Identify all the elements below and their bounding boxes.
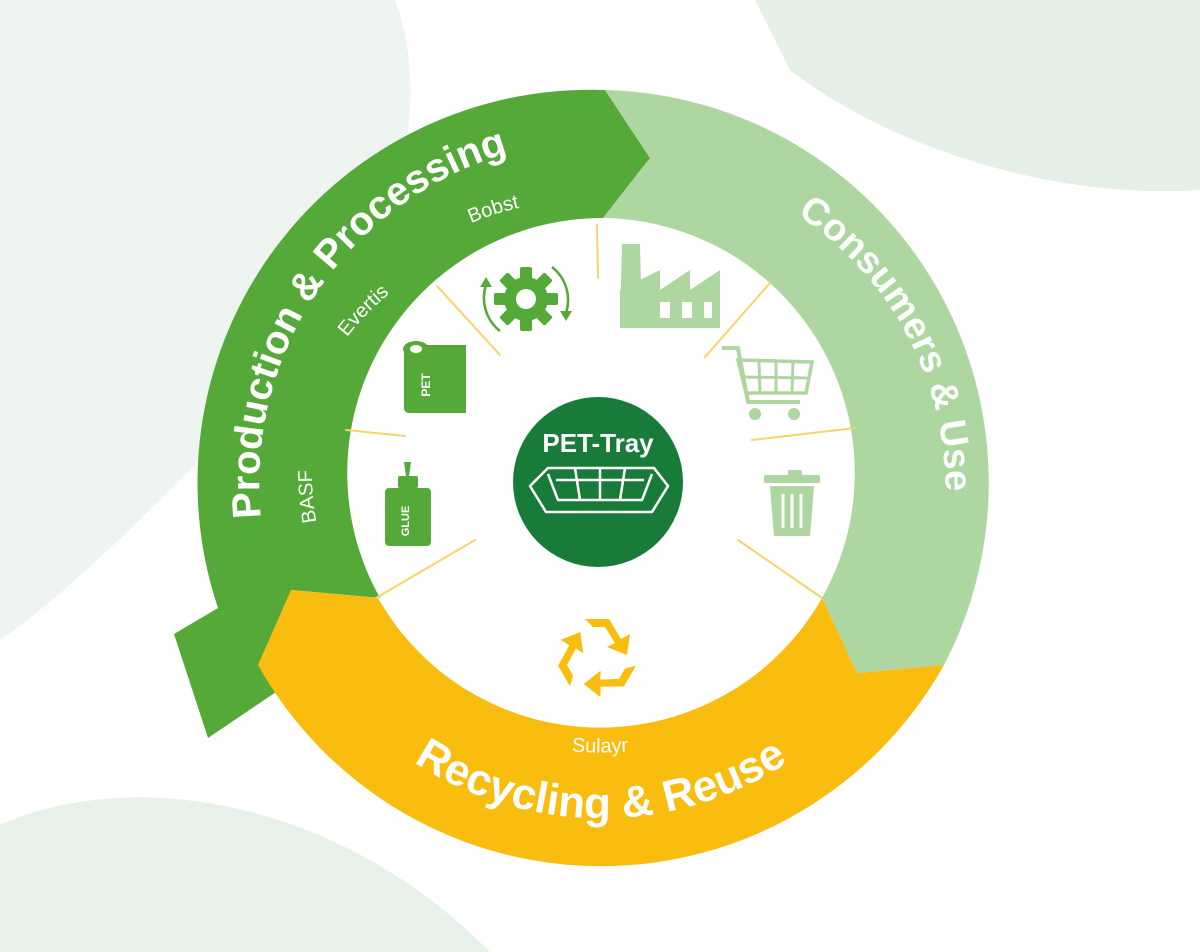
background-blob-bottom-left	[0, 797, 490, 952]
outer-ring	[174, 89, 989, 867]
recycling-reuse-segment	[258, 590, 944, 867]
gear-cycle-icon	[480, 266, 572, 332]
center-label: PET-Tray	[542, 428, 654, 458]
recycle-icon	[558, 619, 636, 698]
production-processing-segment	[174, 89, 650, 739]
shopping-cart-icon	[722, 346, 815, 420]
consumers-use-segment	[603, 90, 989, 673]
glue-bottle-icon: GLUE	[385, 462, 431, 546]
pet-roll-icon: PET	[403, 341, 466, 413]
glue-bottle-label: GLUE	[400, 506, 412, 537]
background-blob-top-right	[755, 0, 1200, 192]
center-badge: PET-Tray	[513, 397, 683, 567]
tray-icon	[528, 466, 670, 514]
factory-icon	[620, 244, 720, 328]
pet-roll-label: PET	[419, 373, 433, 397]
company-label-basf: BASF	[295, 470, 322, 525]
trash-can-icon	[764, 470, 820, 536]
background-blob-top-left	[0, 0, 411, 640]
divider-lines	[345, 224, 856, 599]
company-label-sulayr: Sulayr	[571, 735, 629, 758]
